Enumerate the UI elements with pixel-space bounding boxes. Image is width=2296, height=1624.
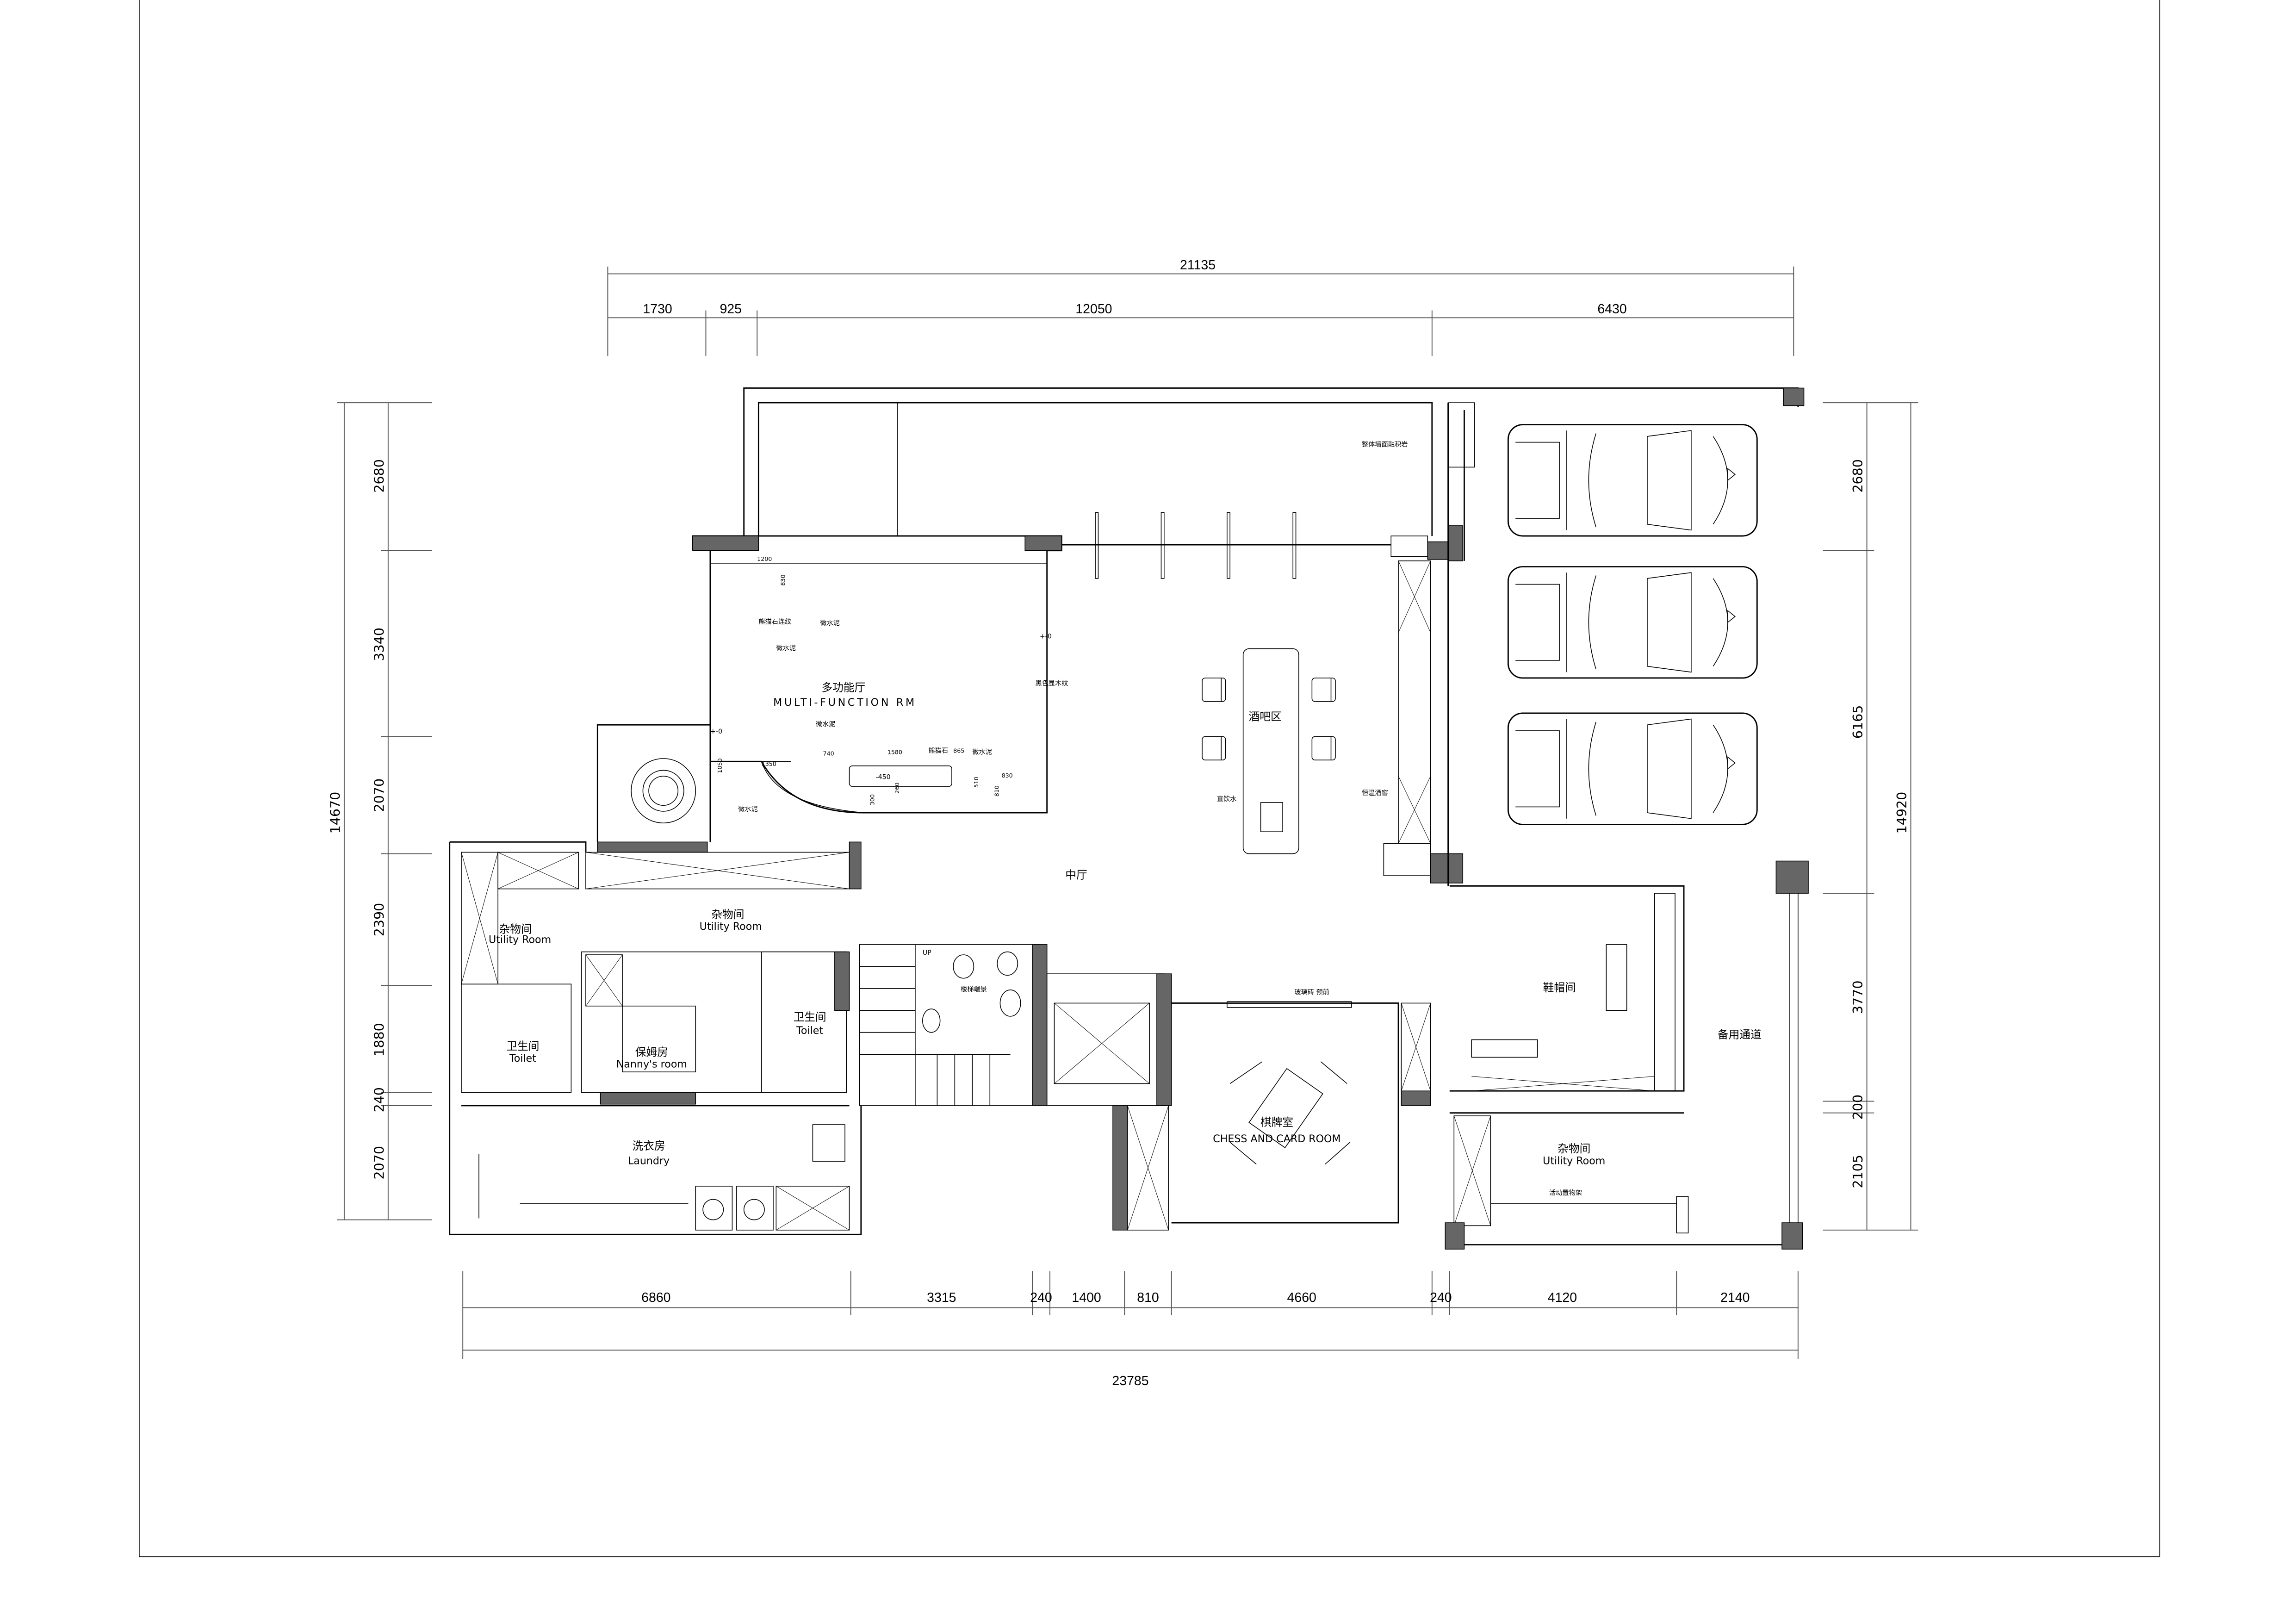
dim-740: 740: [823, 750, 834, 757]
laundry-fixtures: [478, 1124, 850, 1231]
note-panda-stone-vein: 熊猫石连纹: [758, 618, 791, 626]
note-micro-cement-3: 微水泥: [816, 720, 836, 728]
dim-left-2: 3340: [372, 628, 387, 661]
room-label-utility-mid: 杂物间: [711, 908, 744, 921]
note-level-zero-1: +-0: [1040, 633, 1052, 641]
dimension-bottom: 6860 3315 240 1400 810 4660 240 4120 214…: [462, 1271, 1799, 1388]
note-glass-brick: 玻璃砖 预前: [1294, 988, 1329, 996]
dim-left-7: 2070: [372, 1146, 387, 1179]
dim-830a: 830: [779, 575, 786, 586]
dim-right-4: 200: [1850, 1095, 1866, 1120]
dim-830b: 830: [1002, 772, 1013, 779]
dim-right-1: 2680: [1850, 459, 1866, 492]
dim-260: 260: [894, 783, 900, 794]
annotations: 熊猫石连纹 微水泥 微水泥 微水泥 微水泥 微水泥 +-0 +-0 黑色显木纹 …: [710, 441, 1582, 1197]
note-micro-cement-4: 微水泥: [972, 748, 992, 756]
dim-top-total: 21135: [1180, 258, 1216, 273]
room-label-corridor: 备用通道: [1718, 1028, 1762, 1041]
room-label-utility-left: 杂物间: [499, 923, 532, 936]
dim-right-2: 6165: [1850, 705, 1866, 739]
dim-left-1: 2680: [372, 459, 387, 492]
walls: [449, 387, 1809, 1250]
room-label-chess-en: CHESS AND CARD ROOM: [1213, 1133, 1340, 1145]
dim-1580: 1580: [887, 749, 902, 756]
dimension-top: 21135 1730 925 12050 6430: [607, 258, 1794, 356]
note-up: UP: [923, 949, 931, 957]
dim-bottom-8: 4120: [1548, 1290, 1577, 1305]
room-label-chess: 棋牌室: [1260, 1116, 1293, 1129]
room-label-toilet-left: 卫生间: [506, 1040, 539, 1053]
note-direct-water: 直饮水: [1217, 795, 1237, 803]
room-label-multifunction-en: MULTI-FUNCTION RM: [773, 697, 917, 709]
chess-table: [1229, 1061, 1351, 1165]
dim-bottom-2: 3315: [927, 1290, 956, 1305]
dim-bottom-7: 240: [1430, 1290, 1452, 1305]
note-movable-shelf: 活动置物架: [1549, 1189, 1582, 1197]
dim-top-3: 12050: [1075, 302, 1112, 317]
dim-left-total: 14670: [328, 792, 343, 834]
dim-bottom-total: 23785: [1112, 1374, 1148, 1388]
room-label-utility-mid-en: Utility Room: [700, 921, 762, 933]
dim-bottom-3: 240: [1030, 1290, 1052, 1305]
dim-1050: 1050: [716, 758, 723, 773]
room-label-toilet-right: 卫生间: [794, 1010, 826, 1023]
dimension-left: 2680 3340 2070 2390 1880 240 2070 14670: [328, 402, 432, 1220]
dim-865: 865: [953, 747, 964, 754]
room-label-hall: 中厅: [1065, 868, 1087, 881]
dim-1350: 1350: [762, 760, 776, 767]
dim-bottom-9: 2140: [1720, 1290, 1750, 1305]
note-stair-feature: 楼梯端景: [961, 985, 987, 993]
note-micro-cement-1: 微水泥: [820, 619, 840, 627]
dim-left-4: 2390: [372, 903, 387, 936]
dim-left-5: 1880: [372, 1023, 387, 1056]
dim-left-6: 240: [372, 1087, 387, 1112]
dim-bottom-6: 4660: [1287, 1290, 1316, 1305]
note-pool-level: -450: [875, 773, 890, 781]
room-label-utility-right-en: Utility Room: [1543, 1155, 1605, 1167]
note-level-zero-2: +-0: [710, 728, 722, 735]
room-label-utility-left-en: Utility Room: [489, 934, 551, 946]
dimension-right: 2680 6165 3770 200 2105 14920: [1823, 402, 1918, 1231]
room-label-utility-right: 杂物间: [1558, 1142, 1590, 1155]
dim-top-1: 1730: [643, 302, 672, 317]
dim-810: 810: [993, 785, 1000, 796]
stair-feature-stones: [922, 951, 1021, 1033]
room-label-laundry: 洗衣房: [632, 1139, 665, 1152]
room-label-bar: 酒吧区: [1249, 710, 1282, 723]
note-micro-cement-5: 微水泥: [738, 805, 758, 813]
room-label-laundry-en: Laundry: [628, 1155, 670, 1167]
dim-right-total: 14920: [1894, 792, 1910, 834]
room-label-nanny: 保姆房: [635, 1045, 668, 1058]
dim-bottom-1: 6860: [641, 1290, 670, 1305]
dim-bottom-4: 1400: [1072, 1290, 1101, 1305]
dim-top-2: 925: [720, 302, 742, 317]
note-black-wood-grain: 黑色显木纹: [1035, 679, 1068, 687]
dim-300: 300: [869, 794, 875, 805]
room-label-nanny-en: Nanny's room: [616, 1058, 687, 1070]
room-labels: 多功能厅 MULTI-FUNCTION RM 酒吧区 中厅 杂物间 Utilit…: [489, 681, 1762, 1167]
dim-510: 510: [973, 777, 980, 788]
dim-top-4: 6430: [1597, 302, 1626, 317]
room-label-toilet-left-en: Toilet: [509, 1052, 536, 1064]
dim-left-3: 2070: [372, 778, 387, 812]
note-panda-stone: 熊猫石: [928, 747, 948, 754]
room-label-shoe: 鞋帽间: [1543, 981, 1576, 994]
note-wall-stone: 整体墙面融积岩: [1362, 441, 1408, 448]
room-label-multifunction: 多功能厅: [821, 681, 865, 694]
note-wine-cellar: 恒温酒窖: [1362, 789, 1388, 797]
note-micro-cement-2: 微水泥: [776, 644, 796, 652]
dim-right-3: 3770: [1850, 981, 1866, 1014]
cars: [1507, 424, 1758, 825]
dim-bottom-5: 810: [1137, 1290, 1159, 1305]
room-label-toilet-right-en: Toilet: [796, 1025, 823, 1037]
dim-right-5: 2105: [1850, 1155, 1866, 1188]
sheet-frame: [139, 0, 2160, 1557]
dim-1200: 1200: [757, 555, 772, 562]
